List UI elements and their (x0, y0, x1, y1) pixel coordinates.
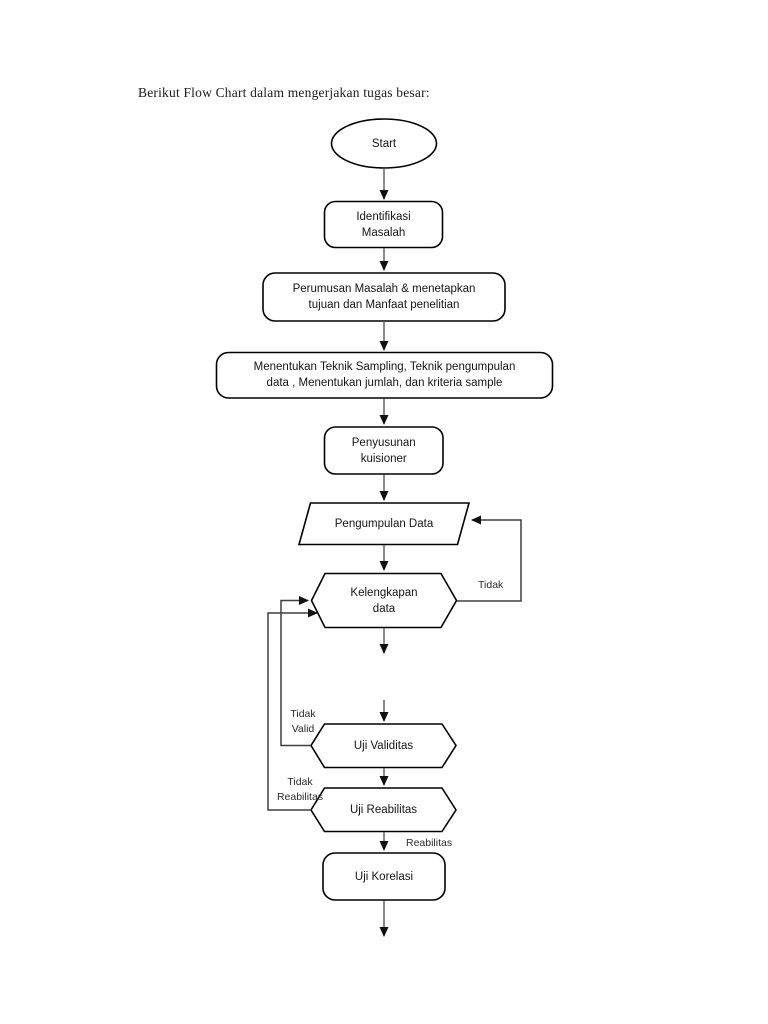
uji-validitas-label: Uji Validitas (353, 739, 414, 752)
pengumpulan-data-parallelogram-shape (297, 502, 471, 546)
loop-tidak-to-pengumpulan-data (457, 515, 522, 602)
identifikasi-masalah-shape (323, 200, 444, 249)
menentukan-teknik-label: Menentukan Teknik Sampling, Teknik pengu… (253, 361, 516, 389)
uji-korelasi-label: Uji Korelasi (354, 870, 414, 883)
edge-label-tidak: Tidak (478, 579, 504, 591)
edge-label-reabilitas: Reabilitas (406, 837, 453, 849)
kelengkapan-data-label: Kelengkapan data (350, 586, 418, 615)
page-title: Berikut Flow Chart dalam mengerjakan tug… (138, 85, 430, 100)
penyusunan-kuisioner-label: Penyusunan kuisioner (351, 436, 416, 465)
uji-korelasi-shape (322, 852, 446, 901)
loop-tidak-reabilitas-to-kelengkapan (267, 608, 318, 811)
kelengkapan-data-decision-shape (310, 572, 458, 629)
edge-label-tidak-valid: Tidak Valid (290, 708, 316, 735)
loop-tidak-valid-to-kelengkapan (280, 596, 311, 747)
start-label: Start (371, 137, 397, 150)
perumusan-masalah-label: Perumusan Masalah & menetapkan tujuan da… (292, 283, 476, 311)
uji-reabilitas-label: Uji Reabilitas (349, 803, 418, 816)
identifikasi-masalah-label: Identifikasi Masalah (356, 210, 411, 239)
edge-label-tidak-reabilitas: Tidak Reabilitas (276, 776, 324, 803)
pengumpulan-data-label: Pengumpulan Data (334, 517, 434, 530)
menentukan-teknik-shape (215, 351, 554, 399)
penyusunan-kuisioner-shape (323, 426, 444, 475)
